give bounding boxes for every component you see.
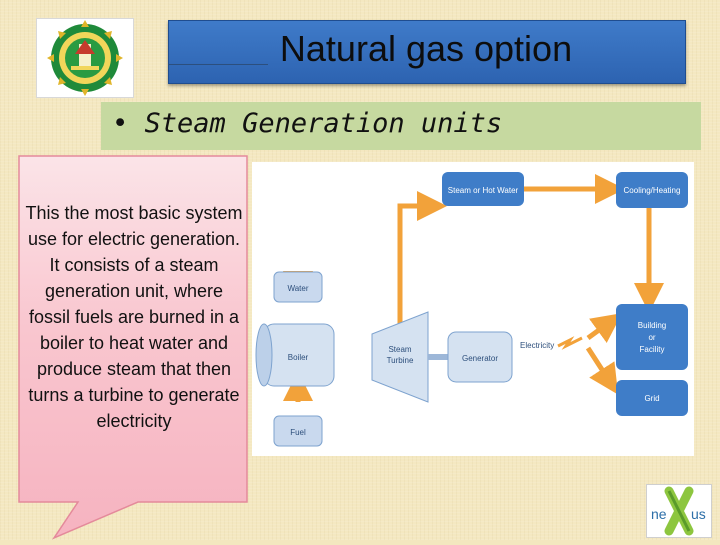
title-bar (168, 20, 686, 84)
building-label-2: or (648, 333, 655, 342)
nexus-logo: ne us (646, 484, 712, 538)
organization-logo (36, 18, 134, 98)
fuel-box: Fuel (273, 415, 323, 447)
building-label-3: Facility (640, 345, 665, 354)
subtitle-text: Steam Generation units (144, 108, 503, 139)
boiler-label: Boiler (288, 353, 309, 362)
nexus-logo-right-text: us (691, 506, 706, 522)
nexus-logo-left-text: ne (651, 506, 667, 522)
building-label-1: Building (638, 321, 666, 330)
steam-turbine-label-2: Turbine (387, 356, 414, 365)
steam-hot-water-box: Steam or Hot Water (442, 172, 524, 206)
electricity-label: Electricity (520, 341, 554, 350)
generator-label: Generator (462, 354, 498, 363)
electricity-bolt-icon (557, 336, 583, 350)
fuel-label: Fuel (290, 428, 306, 437)
building-facility-box: Building or Facility (616, 304, 688, 370)
subtitle-bar (101, 102, 701, 150)
steam-hot-water-label: Steam or Hot Water (448, 186, 519, 195)
water-box: Water (273, 271, 323, 303)
steam-generation-diagram: Steam or Hot Water Cooling/Heating Water… (252, 162, 694, 456)
boiler-tank: Boiler (255, 323, 335, 387)
callout-text: This the most basic system use for elect… (25, 203, 243, 431)
grid-label: Grid (644, 394, 659, 403)
subtitle-line: • Steam Generation units (112, 108, 502, 139)
steam-turbine-label-1: Steam (388, 345, 411, 354)
water-label: Water (287, 284, 308, 293)
bullet-glyph: • (112, 108, 129, 139)
flow-arrows (283, 174, 664, 402)
cooling-heating-label: Cooling/Heating (624, 186, 681, 195)
title-underline (168, 64, 268, 65)
callout-shape (18, 155, 248, 540)
steam-turbine: Steam Turbine (371, 311, 429, 403)
generator: Generator (447, 331, 513, 383)
turbine-shaft (428, 354, 448, 360)
electricity-arrows (585, 313, 623, 395)
slide-title: Natural gas option (279, 28, 573, 69)
cooling-heating-box: Cooling/Heating (616, 172, 688, 208)
grid-box: Grid (616, 380, 688, 416)
